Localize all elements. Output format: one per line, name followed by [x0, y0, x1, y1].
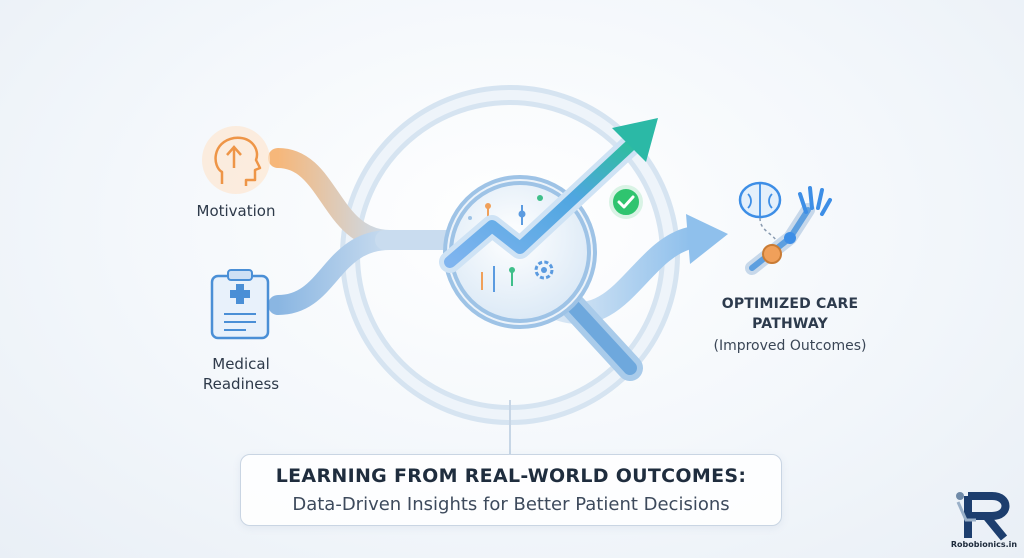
check-badge-icon — [609, 185, 643, 219]
input-label-medical-readiness: Medical Readiness — [202, 355, 280, 393]
robotic-arm-icon — [745, 186, 832, 275]
flow-medical — [268, 230, 400, 315]
trend-arrow-icon — [439, 118, 658, 273]
caption-subtitle: Data-Driven Insights for Better Patient … — [292, 494, 730, 515]
gear-icon — [534, 260, 554, 280]
brain-icon — [738, 181, 782, 241]
input-label-motivation: Motivation — [196, 202, 276, 220]
robobionics-logo-icon — [956, 492, 1010, 541]
caption-box: LEARNING FROM REAL-WORLD OUTCOMES: Data-… — [240, 454, 782, 526]
data-points — [468, 195, 543, 292]
head-arrow-icon — [202, 126, 270, 194]
clipboard-medical-icon — [210, 269, 270, 340]
caption-title: LEARNING FROM REAL-WORLD OUTCOMES: — [275, 465, 747, 487]
output-subtitle: (Improved Outcomes) — [713, 338, 867, 354]
brand-name: Robobionics.in — [950, 540, 1018, 549]
magnifier-icon — [443, 175, 643, 381]
flow-output-arrowhead — [686, 214, 728, 264]
output-title: OPTIMIZED CARE PATHWAY — [721, 296, 859, 332]
